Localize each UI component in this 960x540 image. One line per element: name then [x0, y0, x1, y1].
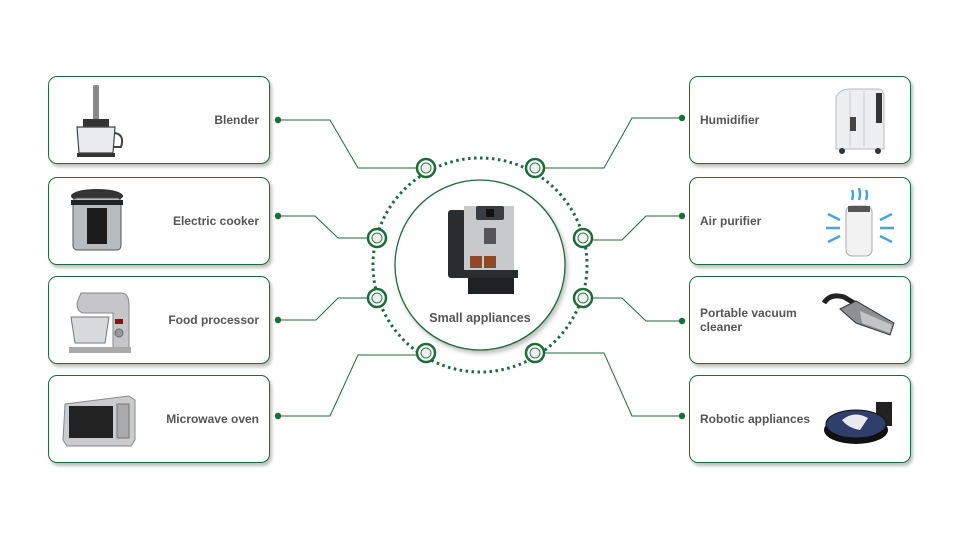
card-label: Food processor	[168, 313, 259, 327]
card-label: Humidifier	[700, 113, 760, 127]
stand-mixer-icon	[69, 292, 131, 353]
endpoint-dot	[678, 212, 686, 220]
endpoint-dot	[678, 114, 686, 122]
connector-line-robotic	[535, 352, 682, 417]
card-label-line: Portable vacuum	[700, 306, 797, 320]
connector-line-humidifier	[535, 117, 682, 169]
card-label-line: cleaner	[700, 320, 743, 334]
coffee-machine-icon	[448, 206, 518, 294]
card-robotic-appliances[interactable]: Robotic appliances	[689, 375, 911, 463]
card-label: Blender	[214, 113, 259, 127]
robot-vacuum-icon	[824, 402, 892, 444]
connector-line-vacuum	[583, 297, 682, 322]
microwave-icon	[62, 395, 136, 447]
handheld-vacuum-icon	[821, 293, 895, 336]
ring-node	[366, 227, 388, 249]
ring-node	[524, 157, 546, 179]
card-microwave-oven[interactable]: Microwave oven	[48, 375, 270, 463]
dotted-ring	[371, 156, 589, 374]
endpoint-dot	[274, 316, 282, 324]
ring-node	[572, 227, 594, 249]
ring-node	[572, 287, 594, 309]
card-portable-vacuum[interactable]: Portable vacuum cleaner	[689, 276, 911, 364]
card-food-processor[interactable]: Food processor	[48, 276, 270, 364]
ring-node	[366, 287, 388, 309]
connector-line-air-purifier	[583, 215, 682, 241]
endpoint-dot	[678, 412, 686, 420]
card-label: Microwave oven	[166, 412, 259, 426]
endpoint-dot	[274, 212, 282, 220]
pressure-cooker-icon	[71, 189, 123, 251]
center-label: Small appliances	[429, 311, 531, 325]
ring-node	[415, 342, 437, 364]
card-air-purifier[interactable]: Air purifier	[689, 177, 911, 265]
blender-icon	[76, 85, 124, 157]
card-label: Portable vacuum cleaner	[700, 306, 797, 334]
card-label: Electric cooker	[172, 214, 259, 228]
endpoint-dot	[678, 317, 686, 325]
ring-node	[415, 157, 437, 179]
ring-node	[524, 342, 546, 364]
card-blender[interactable]: Blender	[48, 76, 270, 164]
card-label: Air purifier	[700, 214, 762, 228]
endpoint-dot	[274, 116, 282, 124]
connector-line-microwave	[278, 354, 426, 417]
connector-line-electric-cooker	[278, 215, 377, 239]
endpoint-dot	[274, 412, 282, 420]
humidifier-icon	[835, 88, 885, 154]
connector-line-food-processor	[278, 297, 377, 321]
card-electric-cooker[interactable]: Electric cooker	[48, 177, 270, 265]
connector-line-blender	[278, 119, 426, 169]
card-label: Robotic appliances	[700, 412, 811, 426]
air-purifier-icon	[826, 187, 894, 257]
card-humidifier[interactable]: Humidifier	[689, 76, 911, 164]
